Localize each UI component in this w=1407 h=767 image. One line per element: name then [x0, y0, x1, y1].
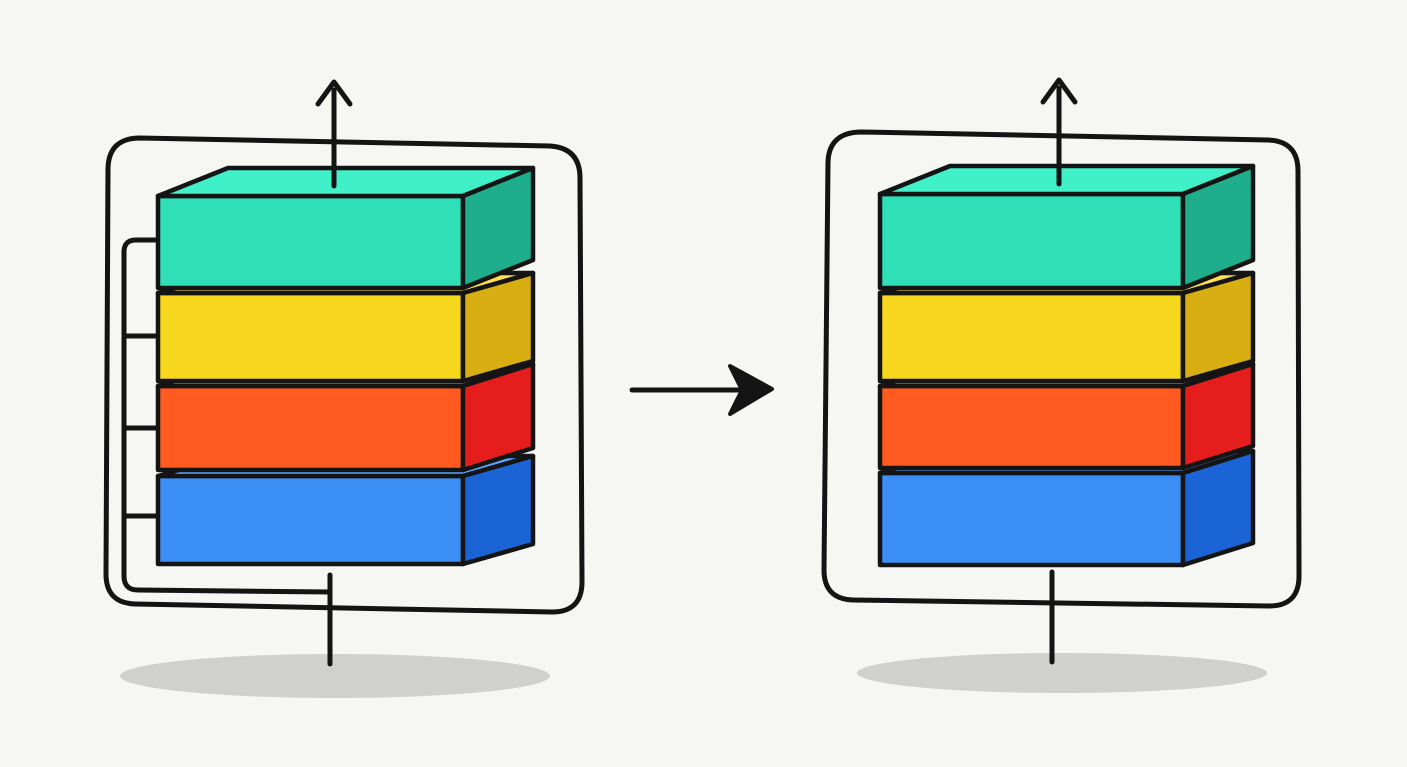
right-ground-shadow	[857, 653, 1267, 693]
left-layer-blue-front	[158, 476, 463, 564]
left-ground-shadow	[120, 654, 550, 698]
left-layer-yellow-side	[463, 273, 533, 381]
left-stack	[106, 82, 582, 698]
left-layer-teal-front	[158, 196, 463, 288]
left-layers	[158, 168, 533, 564]
right-layer-blue-side	[1183, 451, 1253, 565]
right-layer-orange-front	[880, 386, 1183, 468]
left-layer-blue-side	[463, 456, 533, 564]
left-layer-orange-front	[158, 386, 463, 470]
right-layer-yellow-front	[880, 293, 1183, 381]
right-layer-teal	[880, 166, 1253, 288]
right-stack	[824, 80, 1299, 693]
right-layers	[880, 166, 1253, 565]
left-layer-yellow-front	[158, 293, 463, 381]
right-layer-yellow-side	[1183, 273, 1253, 381]
left-layer-teal	[158, 168, 533, 288]
transition-arrow	[632, 366, 772, 414]
right-layer-blue-front	[880, 473, 1183, 565]
right-layer-teal-front	[880, 194, 1183, 288]
